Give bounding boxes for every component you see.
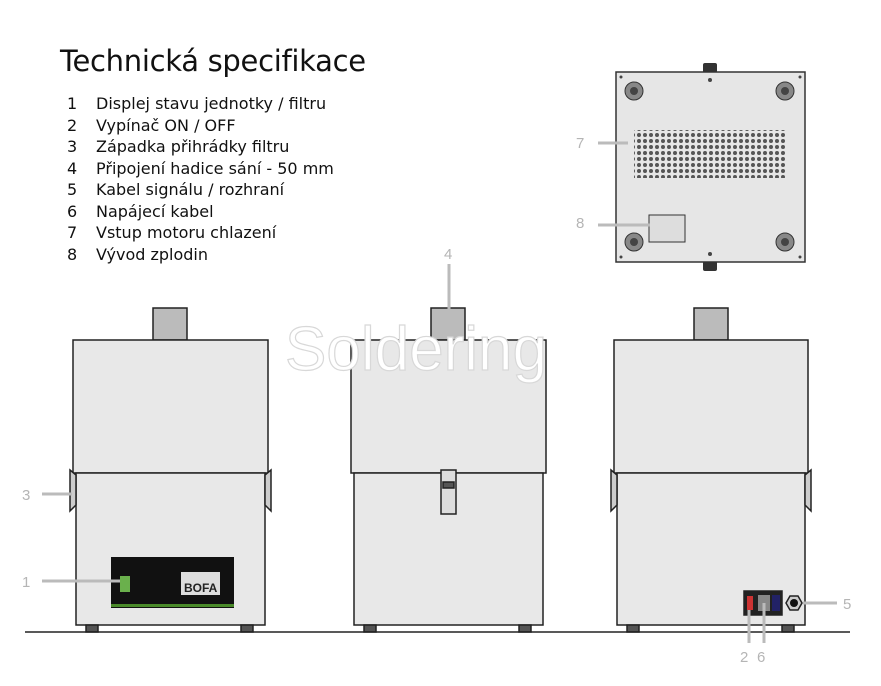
legend-item: 3 Západka přihrádky filtru	[67, 136, 334, 158]
watermark: Soldering	[285, 315, 547, 384]
legend-text: Vypínač ON / OFF	[96, 115, 236, 135]
callout-1: 1	[22, 574, 30, 591]
legend-item: 7 Vstup motoru chlazení	[67, 222, 334, 244]
bofa-logo: BOFA	[184, 581, 218, 595]
callout-7: 7	[576, 135, 584, 152]
legend-number: 2	[67, 115, 78, 135]
callout-3: 3	[22, 487, 30, 504]
callout-lines	[42, 141, 837, 643]
legend-item: 8 Vývod zplodin	[67, 244, 334, 266]
legend-number: 1	[67, 94, 78, 113]
legend-text: Připojení hadice sání - 50 mm	[96, 158, 334, 178]
legend-item: 6 Napájecí kabel	[67, 201, 334, 223]
legend-item: 1 Displej stavu jednotky / filtru	[67, 93, 334, 115]
legend-number: 7	[67, 223, 78, 242]
power-switch	[747, 596, 753, 610]
unit-middle	[350, 307, 547, 633]
callout-2: 2	[740, 649, 748, 666]
cooling-inlet-grille	[634, 130, 786, 178]
legend-number: 8	[67, 244, 78, 264]
legend-item: 2 Vypínač ON / OFF	[67, 115, 334, 137]
legend-text: Displej stavu jednotky / filtru	[96, 94, 327, 113]
top-view	[615, 63, 806, 271]
unit-right	[610, 307, 812, 633]
legend-list: 1 Displej stavu jednotky / filtru 2 Vypína…	[67, 93, 334, 265]
callout-6: 6	[757, 649, 765, 666]
legend-text: Napájecí kabel	[96, 201, 214, 221]
legend-text: Vstup motoru chlazení	[96, 223, 277, 242]
legend-text: Vývod zplodin	[96, 244, 209, 264]
legend-number: 5	[67, 180, 78, 199]
callout-8: 8	[576, 215, 584, 232]
unit-left: BOFA	[69, 307, 272, 633]
callout-4: 4	[444, 246, 452, 263]
legend-item: 4 Připojení hadice sání - 50 mm	[67, 158, 334, 180]
legend-number: 4	[67, 158, 78, 178]
legend-item: 5 Kabel signálu / rozhraní	[67, 179, 334, 201]
legend-text: Kabel signálu / rozhraní	[96, 180, 285, 199]
exhaust-outlet	[648, 214, 686, 243]
legend-text: Západka přihrádky filtru	[96, 137, 290, 156]
legend-number: 3	[67, 137, 78, 156]
page-title: Technická specifikace	[60, 44, 366, 78]
callout-5: 5	[843, 596, 851, 613]
legend-number: 6	[67, 201, 78, 221]
filter-latch	[440, 469, 457, 515]
